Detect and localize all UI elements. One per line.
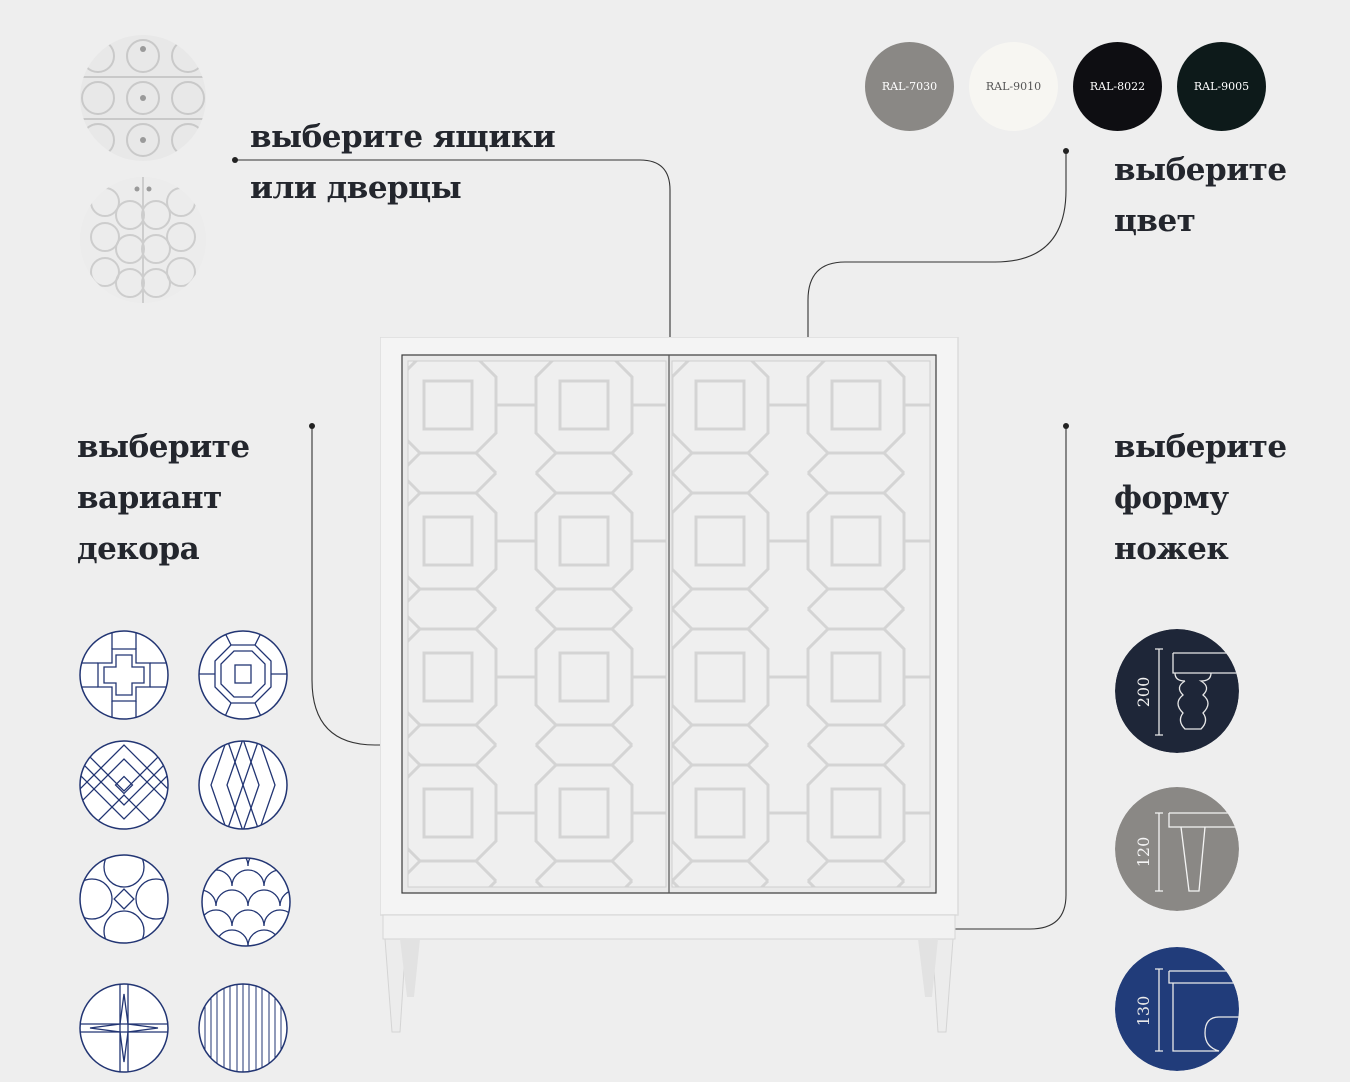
swatch-ral-9010[interactable]: RAL-9010 <box>969 42 1058 131</box>
cabinet-image <box>380 337 959 1033</box>
leg-option-200[interactable]: 200 <box>1115 629 1239 753</box>
lattice-pattern-icon[interactable] <box>78 739 170 831</box>
leg-option-130[interactable]: 130 <box>1115 947 1239 1071</box>
swatch-ral-9005[interactable]: RAL-9005 <box>1177 42 1266 131</box>
doors-front-option[interactable] <box>80 177 206 303</box>
leg-option-120[interactable]: 120 <box>1115 787 1239 911</box>
scales-pattern-icon[interactable] <box>200 856 292 948</box>
octagon-pattern-icon[interactable] <box>197 629 289 721</box>
stripes-pattern-icon[interactable] <box>197 982 289 1074</box>
doors-front-icon <box>80 177 206 303</box>
diamond-pattern-icon[interactable] <box>197 739 289 831</box>
leg-height-label: 200 <box>1134 677 1153 708</box>
leg-height-label: 120 <box>1134 837 1153 868</box>
swatch-ral-7030[interactable]: RAL-7030 <box>865 42 954 131</box>
cross-pattern-icon[interactable] <box>78 629 170 721</box>
leg-height-label: 130 <box>1134 996 1153 1027</box>
star-pattern-icon[interactable] <box>78 982 170 1074</box>
circles-pattern-icon[interactable] <box>78 853 170 945</box>
swatch-ral-8022[interactable]: RAL-8022 <box>1073 42 1162 131</box>
drawers-front-option[interactable] <box>80 35 206 161</box>
drawers-front-icon <box>80 35 206 161</box>
